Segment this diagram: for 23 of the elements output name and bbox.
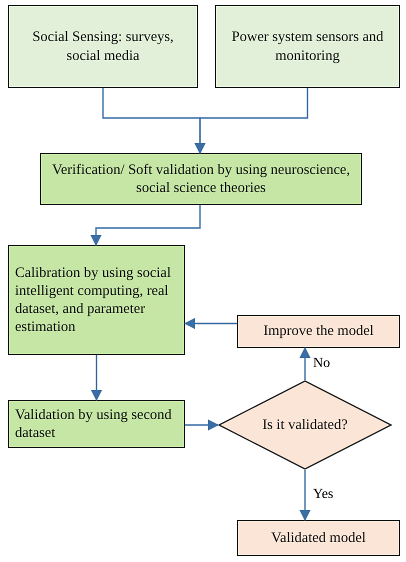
process-box bbox=[237, 315, 400, 348]
node-text: Verification/ Soft validation by using neuroscience, social science theories bbox=[51, 160, 351, 198]
process-box bbox=[237, 520, 400, 556]
arrow bbox=[299, 470, 311, 522]
process-box bbox=[8, 400, 185, 448]
node-text: Is it validated? bbox=[262, 416, 348, 434]
node-text: Improve the model bbox=[263, 322, 374, 341]
process-box bbox=[40, 153, 362, 205]
decision-diamond bbox=[218, 380, 392, 470]
arrow bbox=[90, 355, 102, 402]
node-text: Power system sensors and monitoring bbox=[230, 28, 384, 65]
node-text: Validation by using second dataset bbox=[15, 406, 173, 442]
process-box bbox=[8, 245, 185, 355]
arrow bbox=[90, 205, 201, 246]
process-box bbox=[8, 5, 198, 88]
node-text: Calibration by using social intelligent computing, real dataset, and parameter estimation bbox=[15, 264, 172, 336]
arrow bbox=[194, 88, 308, 154]
arrow bbox=[184, 318, 237, 330]
arrow bbox=[299, 346, 311, 380]
node-text: Social Sensing: surveys, social media bbox=[31, 28, 175, 65]
process-box bbox=[215, 5, 400, 88]
arrow bbox=[185, 419, 220, 431]
node-text: Validated model bbox=[271, 528, 366, 548]
